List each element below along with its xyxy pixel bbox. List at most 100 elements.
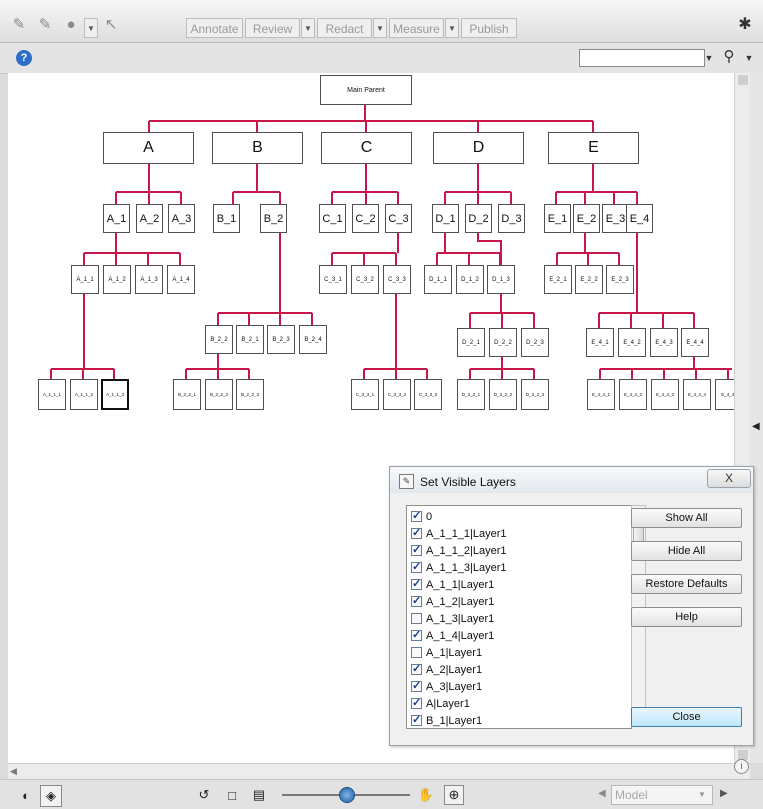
org-node-a-1-2: A_1_2 [103,265,131,294]
layer-checkbox[interactable] [411,713,422,726]
layer-row[interactable]: A_1_3|Layer1 [411,610,494,627]
view-prev-icon[interactable]: ◀ [598,788,606,799]
layer-list[interactable]: 0A_1_1_1|Layer1A_1_1_2|Layer1A_1_1_3|Lay… [406,505,632,729]
show-all-button[interactable]: Show All [631,508,742,528]
layer-checkbox[interactable] [411,628,422,641]
restore-defaults-button[interactable]: Restore Defaults [631,574,742,594]
layer-row[interactable]: B_1|Layer1 [411,712,483,728]
layer-row[interactable]: A_1_2|Layer1 [411,593,494,610]
org-node-b-2-4: B_2_4 [299,325,327,354]
layer-label: A_2|Layer1 [426,663,483,676]
scroll-down-button[interactable] [738,750,748,760]
layer-row[interactable]: A_3|Layer1 [411,678,482,695]
org-node-a: A [103,132,194,164]
org-node-d-1-2: D_1_2 [456,265,484,294]
layers-icon[interactable]: ◈ [40,785,62,807]
org-node-b-2: B_2 [260,204,287,233]
search-options-dropdown[interactable]: ▼ [744,53,754,63]
org-node-b-2-2: B_2_2 [205,325,233,354]
view-select[interactable]: Model ▼ [611,785,713,805]
layer-checkbox[interactable] [411,613,422,624]
layer-label: A_3|Layer1 [426,680,483,693]
stamp-dropdown[interactable]: ▼ [84,18,98,38]
layer-checkbox[interactable] [411,543,422,556]
page-icon[interactable]: □ [228,787,236,803]
tab-redact[interactable]: Redact [317,18,372,38]
layer-label: A_1|Layer1 [426,646,483,659]
layer-checkbox[interactable] [411,577,422,590]
org-node-c-3-3: C_3_3 [383,265,411,294]
org-node-e-4-3: E_4_3 [650,328,678,357]
rotate-icon[interactable]: ↺ [198,787,210,802]
layer-checkbox[interactable] [411,560,422,573]
help-icon[interactable]: ? [16,50,32,66]
org-node-b: B [212,132,303,164]
select-cursor-icon[interactable]: ↖ [104,16,118,33]
org-node-e-4-4-1: E_4_4_1 [587,379,615,410]
canvas-horizontal-scrollbar[interactable]: ◀ i [8,759,750,780]
layer-checkbox[interactable] [411,526,422,539]
org-node-e-4-2: E_4_2 [618,328,646,357]
scroll-left-button[interactable]: ◀ [10,766,17,776]
org-node-d-1-1: D_1_1 [424,265,452,294]
tab-review[interactable]: Review [245,18,300,38]
layer-row[interactable]: A|Layer1 [411,695,470,712]
org-node-e-4: E_4 [626,204,653,233]
fit-width-icon[interactable]: ▤ [252,787,266,802]
dialog-title-bar[interactable]: ✎ Set Visible Layers X [390,467,753,493]
layer-checkbox[interactable] [411,662,422,675]
collapse-panel-icon[interactable]: ◀ [752,421,760,432]
dialog-close-button[interactable]: X [707,469,751,488]
close-button[interactable]: Close [631,707,742,727]
measure-dropdown[interactable]: ▼ [445,18,459,38]
help-button[interactable]: Help [631,607,742,627]
review-dropdown[interactable]: ▼ [301,18,315,38]
view-next-icon[interactable]: ▶ [720,788,728,799]
org-node-d-2-1: D_2_1 [457,328,485,357]
layer-row[interactable]: A_1_1_1|Layer1 [411,525,507,542]
app-icon: ✎ [399,474,414,489]
info-icon[interactable]: i [734,759,749,774]
layer-row[interactable]: A_1_1_3|Layer1 [411,559,507,576]
layer-row[interactable]: A_2|Layer1 [411,661,482,678]
tab-publish[interactable]: Publish [461,18,517,38]
layer-checkbox[interactable] [411,679,422,692]
layer-row[interactable]: A_1_1|Layer1 [411,576,494,593]
tab-annotate[interactable]: Annotate [186,18,243,38]
search-icon[interactable]: ⚲ [723,48,735,65]
redact-dropdown[interactable]: ▼ [373,18,387,38]
layer-label: B_1|Layer1 [426,714,483,727]
layer-checkbox[interactable] [411,696,422,709]
contrast-icon[interactable]: ◐ [22,787,30,803]
view-select-value: Model [615,788,648,802]
layer-row[interactable]: A_1_1_2|Layer1 [411,542,507,559]
stamp-icon[interactable]: ● [66,15,76,33]
edit-icon[interactable]: ✎ [12,16,26,33]
layer-label: A_1_4|Layer1 [426,629,495,642]
org-node-d-2-2-3: D_2_2_3 [521,379,549,410]
layer-checkbox[interactable] [411,647,422,658]
search-input[interactable] [579,49,705,67]
org-node-a-1-3: A_1_3 [135,265,163,294]
org-node-a-2: A_2 [136,204,163,233]
layer-row[interactable]: A_1_4|Layer1 [411,627,494,644]
org-node-b-2-1: B_2_1 [236,325,264,354]
dialog-title: Set Visible Layers [420,475,516,489]
status-bar: ◐ ◈ ↺ □ ▤ ✋ ⊕ ◀ Model ▼ ▶ [0,779,763,809]
layer-row[interactable]: 0 [411,508,432,525]
layer-checkbox[interactable] [411,594,422,607]
org-node-e-4-4-2: E_4_4_2 [619,379,647,410]
pin-icon[interactable]: ✱ [738,16,752,33]
search-dropdown[interactable]: ▼ [704,53,714,63]
pan-hand-icon[interactable]: ✋ [417,787,435,802]
scroll-up-button[interactable] [738,75,748,85]
hide-all-button[interactable]: Hide All [631,541,742,561]
org-node-e: E [548,132,639,164]
layer-checkbox[interactable] [411,509,422,522]
zoom-slider-thumb[interactable] [339,787,355,803]
note-icon[interactable]: ✎ [38,16,52,33]
tab-measure[interactable]: Measure [389,18,444,38]
layer-row[interactable]: A_1|Layer1 [411,644,482,661]
zoom-window-icon[interactable]: ⊕ [444,785,464,805]
